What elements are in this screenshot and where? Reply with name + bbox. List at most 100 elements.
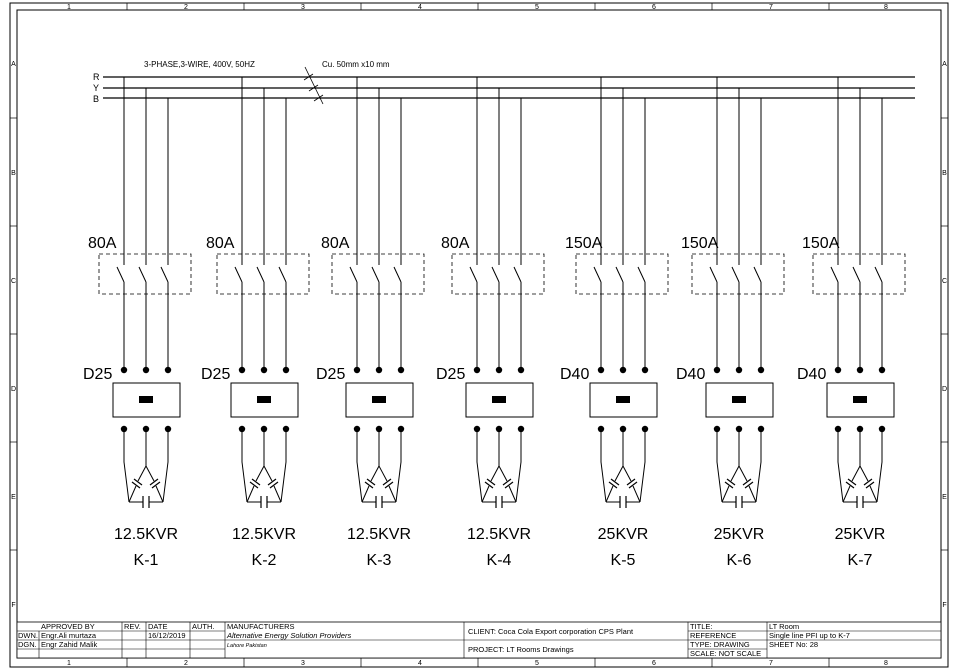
- col-label-top: 2: [184, 4, 188, 11]
- dwn-label: DWN.: [18, 631, 38, 640]
- contactor-coil-mark: [257, 396, 271, 403]
- capacitor-lead: [869, 485, 878, 503]
- col-label-bottom: 4: [418, 660, 422, 667]
- capacitor-lead: [155, 485, 164, 503]
- col-label-top: 4: [418, 4, 422, 11]
- capacitor-lead: [721, 485, 730, 503]
- capacitor-lead: [263, 465, 273, 482]
- capacitor-rating: 25KVR: [714, 526, 765, 543]
- contactor-terminal: [641, 366, 649, 374]
- col-label-bottom: 6: [652, 660, 656, 667]
- contactor-terminal: [282, 366, 290, 374]
- manufacturers-label: MANUFACTURERS: [227, 622, 295, 631]
- breaker-enclosure: [98, 253, 192, 295]
- capacitor-plate: [484, 481, 494, 489]
- feeder-label: K-3: [367, 552, 392, 569]
- contactor-terminal: [878, 366, 886, 374]
- phase-conductor: [162, 461, 169, 503]
- breaker-blade: [709, 266, 718, 283]
- breaker-enclosure: [691, 253, 785, 295]
- feeder-label: K-5: [611, 552, 636, 569]
- project: PROJECT: LT Rooms Drawings: [468, 645, 574, 654]
- capacitor-lead: [738, 465, 748, 482]
- phase-conductor: [241, 461, 248, 503]
- breaker-blade: [234, 266, 243, 283]
- phase-label-y: Y: [93, 83, 99, 93]
- capacitor-lead: [730, 465, 740, 482]
- contactor-terminal: [619, 366, 627, 374]
- contactor-coil-mark: [616, 396, 630, 403]
- capacitor-plate: [251, 478, 261, 486]
- outer-border: [9, 2, 949, 668]
- contactor-terminal: [495, 366, 503, 374]
- capacitor-lead: [614, 465, 624, 482]
- reference-value: Single line PFI up to K-7: [769, 631, 850, 640]
- phase-conductor: [755, 461, 762, 503]
- feeder-columns: 80AD2512.5KVRK-180AD2512.5KVRK-280AD2512…: [83, 77, 906, 569]
- contactor-terminal: [757, 366, 765, 374]
- contactor-rating: D25: [436, 366, 465, 383]
- capacitor-plate: [865, 481, 875, 489]
- conductor-leader: [304, 66, 324, 105]
- conductor-slash: [313, 94, 324, 102]
- capacitor-plate: [626, 478, 636, 486]
- capacitor-plate: [382, 478, 392, 486]
- breaker-blade: [138, 266, 147, 283]
- capacitor-lead: [490, 465, 500, 482]
- capacitor-plate: [486, 478, 496, 486]
- sheet-value: SHEET No: 28: [769, 640, 818, 649]
- phase-conductor: [476, 461, 483, 503]
- contactor-terminal: [260, 366, 268, 374]
- col-label-top: 1: [67, 4, 71, 11]
- dwn-name: Engr.Ali murtaza: [41, 631, 97, 640]
- col-label-bottom: 1: [67, 660, 71, 667]
- breaker-blade: [256, 266, 265, 283]
- breaker-blade: [830, 266, 839, 283]
- breaker-rating: 80A: [321, 235, 350, 252]
- capacitor-plate: [502, 478, 512, 486]
- capacitor-lead: [748, 485, 757, 503]
- title-label: TITLE:: [690, 622, 713, 631]
- capacitor-plate: [628, 481, 638, 489]
- breaker-blade: [116, 266, 125, 283]
- capacitor-plate: [249, 481, 259, 489]
- capacitor-plate: [847, 478, 857, 486]
- breaker-blade: [753, 266, 762, 283]
- breaker-rating: 150A: [565, 235, 603, 252]
- capacitor-rating: 25KVR: [598, 526, 649, 543]
- breaker-blade: [160, 266, 169, 283]
- busbar: 3-PHASE,3-WIRE, 400V, 50HZ Cu. 50mm x10 …: [93, 60, 915, 105]
- contactor-rating: D40: [676, 366, 705, 383]
- breaker-blade: [615, 266, 624, 283]
- phase-conductor: [123, 461, 130, 503]
- capacitor-lead: [498, 465, 508, 482]
- capacitor-lead: [388, 485, 397, 503]
- col-label-top: 5: [535, 4, 539, 11]
- capacitor-plate: [724, 481, 734, 489]
- row-label-right: F: [942, 602, 946, 609]
- breaker-blade: [349, 266, 358, 283]
- contactor-terminal: [597, 366, 605, 374]
- contactor-terminal: [164, 366, 172, 374]
- manufacturer-name: Alternative Energy Solution Providers: [226, 631, 351, 640]
- phase-conductor: [515, 461, 522, 503]
- capacitor-plate: [366, 478, 376, 486]
- feeder-label: K-4: [487, 552, 512, 569]
- col-label-bottom: 5: [535, 660, 539, 667]
- breaker-rating: 80A: [441, 235, 470, 252]
- contactor-terminal: [834, 366, 842, 374]
- conductor-size: Cu. 50mm x10 mm: [322, 60, 390, 69]
- contactor-coil-mark: [372, 396, 386, 403]
- capacitor-rating: 12.5KVR: [467, 526, 531, 543]
- row-label-right: D: [942, 386, 947, 393]
- capacitor-plate: [863, 478, 873, 486]
- capacitor-lead: [128, 485, 137, 503]
- contactor-coil-mark: [492, 396, 506, 403]
- col-label-bottom: 2: [184, 660, 188, 667]
